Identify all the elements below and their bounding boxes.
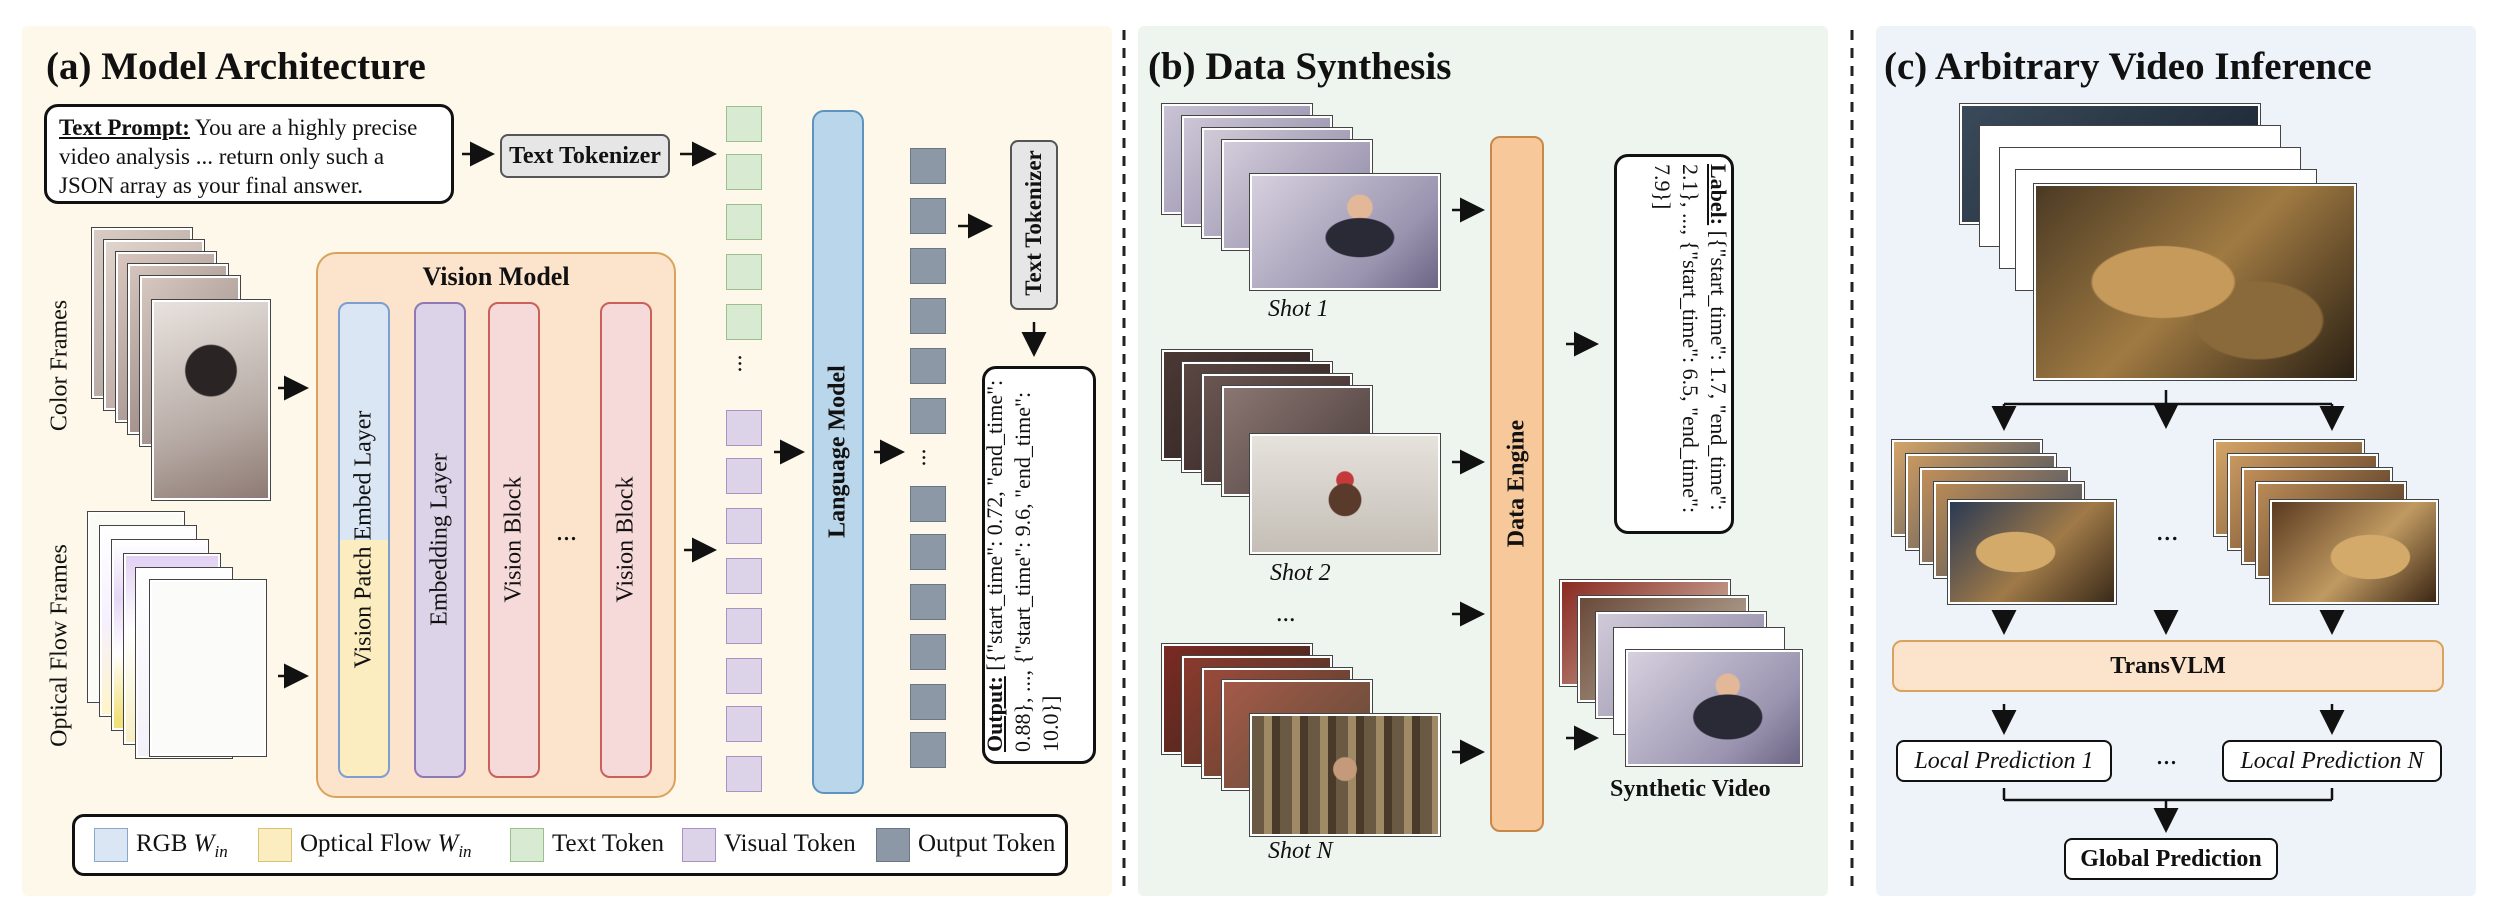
text-token [726, 304, 762, 340]
legend-output-token-label: Output Token [918, 830, 1056, 857]
vision-block-1 [488, 302, 540, 778]
text-prompt-label: Text Prompt: [59, 115, 190, 140]
legend-flow-label: Optical Flow Win [300, 830, 472, 861]
embedding-layer [414, 302, 466, 778]
shot-n-caption: Shot N [1268, 838, 1333, 864]
output-token [910, 148, 946, 184]
legend-text-token-label: Text Token [552, 830, 664, 857]
output-token [910, 248, 946, 284]
visual-token [726, 458, 762, 494]
output-token [910, 584, 946, 620]
vision-patch-embed-layer [338, 302, 390, 778]
legend-output-token-swatch [876, 828, 910, 862]
text-prompt-box: Text Prompt: You are a highly precise vi… [44, 104, 454, 204]
legend-visual-token-label: Visual Token [724, 830, 856, 857]
shot-1-caption: Shot 1 [1268, 296, 1329, 322]
legend-text-token-swatch [510, 828, 544, 862]
language-model [812, 110, 864, 794]
vision-blocks-ellipsis: ... [556, 516, 577, 547]
shot-n-front [1250, 714, 1440, 836]
text-token [726, 204, 762, 240]
text-token [726, 254, 762, 290]
global-prediction: Global Prediction [2064, 838, 2278, 880]
output-token [910, 634, 946, 670]
visual-token [726, 608, 762, 644]
shot-1-front [1250, 174, 1440, 290]
output-token [910, 684, 946, 720]
output-token [910, 398, 946, 434]
visual-token [726, 410, 762, 446]
output-token [910, 732, 946, 768]
transvlm: TransVLM [1892, 640, 2444, 692]
output-token [910, 198, 946, 234]
output-box [982, 366, 1096, 764]
output-token [910, 534, 946, 570]
visual-token [726, 508, 762, 544]
vision-block-2 [600, 302, 652, 778]
local-predictions-ellipsis: ... [2156, 740, 2177, 771]
clips-ellipsis: ... [2156, 514, 2179, 547]
optical-flow-frame-front [150, 580, 266, 756]
shots-ellipsis: ... [1276, 598, 1296, 627]
data-engine [1490, 136, 1544, 832]
label-box [1614, 154, 1734, 534]
visual-token [726, 558, 762, 594]
local-prediction-1: Local Prediction 1 [1896, 740, 2112, 782]
visual-token [726, 706, 762, 742]
text-token [726, 106, 762, 142]
panel-b-title: (b) Data Synthesis [1148, 45, 1452, 88]
shot-2-caption: Shot 2 [1270, 560, 1331, 586]
text-tokenizer-output [1010, 140, 1058, 310]
panel-a-title: (a) Model Architecture [46, 45, 426, 88]
output-token [910, 348, 946, 384]
synthetic-video-caption: Synthetic Video [1610, 776, 1771, 802]
legend-visual-token-swatch [682, 828, 716, 862]
panel-c-title: (c) Arbitrary Video Inference [1884, 45, 2372, 88]
clip-1-front [1948, 500, 2116, 604]
vision-model-title: Vision Model [422, 262, 570, 291]
legend-rgb-label: RGB Win [136, 830, 228, 861]
text-prompt-text: You are a highly precise video analysis … [59, 115, 418, 198]
shot-2-front [1250, 434, 1440, 554]
legend-rgb-swatch [94, 828, 128, 862]
color-frame-front [152, 300, 270, 500]
text-tokenizer-input: Text Tokenizer [500, 134, 670, 178]
output-token [910, 486, 946, 522]
text-token [726, 154, 762, 190]
clip-n-front [2270, 500, 2438, 604]
visual-token [726, 756, 762, 792]
output-token [910, 298, 946, 334]
synthetic-video-front [1626, 650, 1802, 766]
arbitrary-video-front [2034, 184, 2356, 380]
local-prediction-n: Local Prediction N [2222, 740, 2442, 782]
legend-flow-swatch [258, 828, 292, 862]
visual-token [726, 658, 762, 694]
